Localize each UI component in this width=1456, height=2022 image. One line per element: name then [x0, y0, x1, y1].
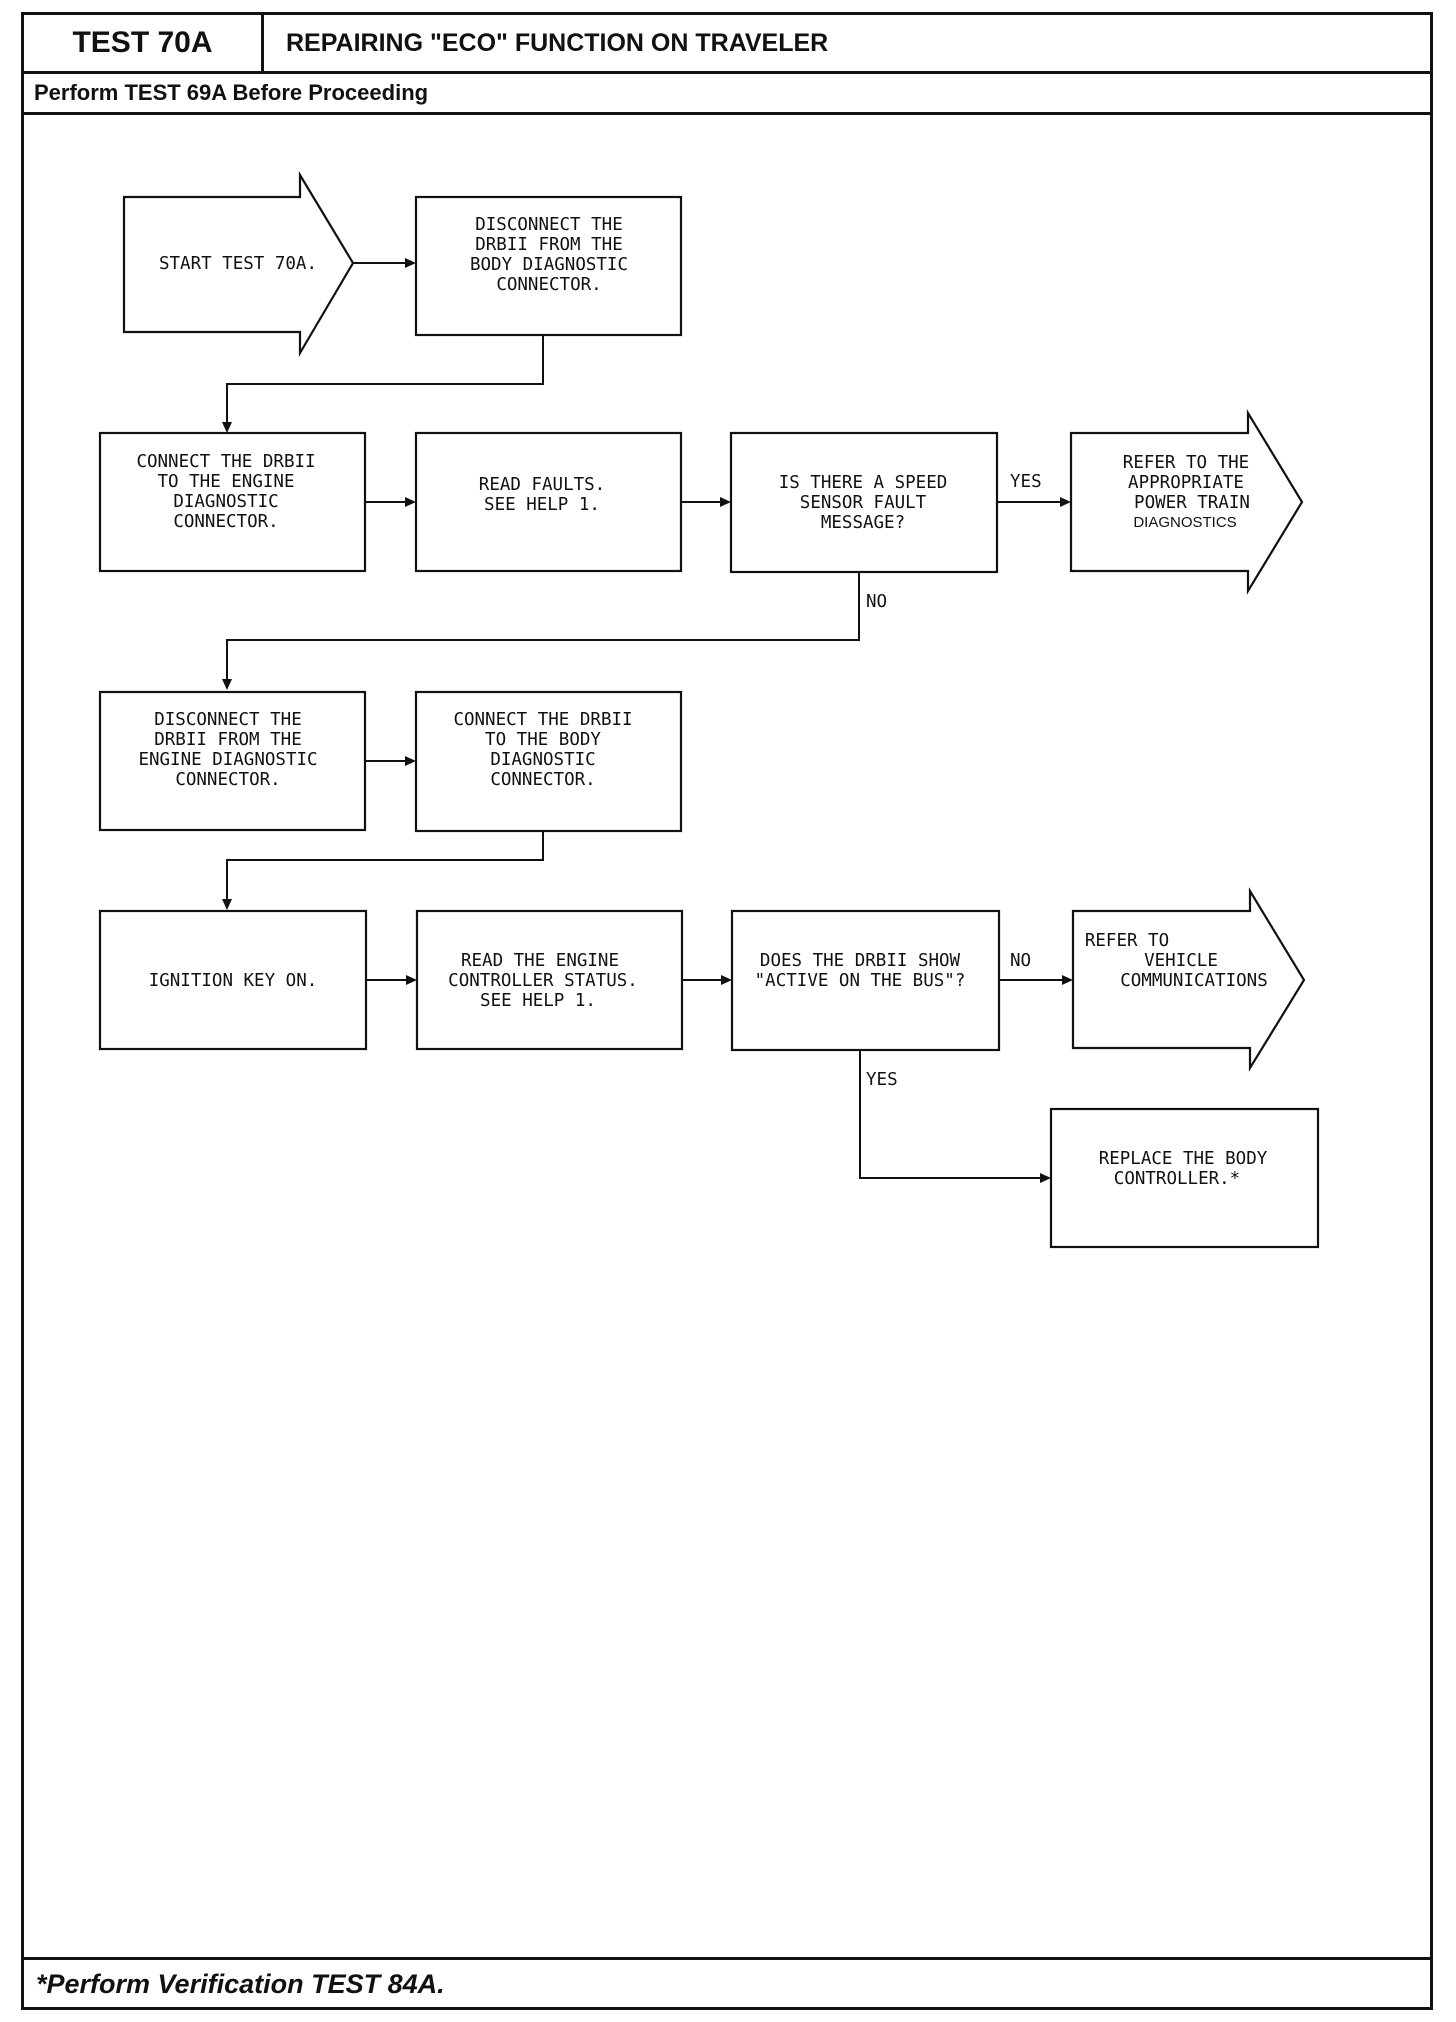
disconnect-engine-box: DISCONNECT THE DRBII FROM THE ENGINE DIA…	[98, 690, 367, 832]
arrowhead	[1062, 975, 1073, 985]
replace-body-controller-box: REPLACE THE BODY CONTROLLER.*	[1049, 1107, 1320, 1249]
prerequisite-note: Perform TEST 69A Before Proceeding	[34, 80, 429, 105]
verification-footnote: *Perform Verification TEST 84A.	[36, 1968, 445, 1999]
test-sheet: TEST 70A REPAIRING "ECO" FUNCTION ON TRA…	[21, 12, 1433, 2010]
arrowhead	[405, 756, 416, 766]
divider	[24, 112, 1430, 115]
read-faults-line: READ FAULTS.	[479, 475, 605, 495]
connect-engine-line: CONNECT THE DRBII	[136, 452, 315, 472]
divider	[24, 1957, 1430, 1960]
connect-engine-line: TO THE ENGINE	[158, 472, 295, 492]
disconnect-body-line: DISCONNECT THE	[475, 215, 623, 235]
ignition-label: IGNITION KEY ON.	[149, 971, 318, 991]
connect-body-line: CONNECT THE DRBII	[453, 710, 632, 730]
read-engine-status-line: SEE HELP 1.	[480, 991, 596, 1011]
yes-label: YES	[866, 1070, 898, 1090]
connect-engine-line: CONNECTOR.	[173, 512, 278, 532]
arrowhead	[721, 975, 732, 985]
no-label: NO	[1010, 951, 1031, 971]
start-label: START TEST 70A.	[159, 254, 317, 274]
refer-power-train-arrow: REFER TO THE APPROPRIATE POWER TRAIN DIA…	[1069, 409, 1304, 595]
refer-power-train-line: APPROPRIATE	[1128, 473, 1244, 493]
arrowhead	[222, 679, 232, 690]
divider	[24, 71, 1430, 74]
disconnect-engine-line: DRBII FROM THE	[154, 730, 302, 750]
read-engine-status-line: READ THE ENGINE	[461, 951, 619, 971]
disconnect-engine-line: DISCONNECT THE	[154, 710, 302, 730]
speed-sensor-question-line: IS THERE A SPEED	[779, 473, 948, 493]
read-engine-status-line: CONTROLLER STATUS.	[448, 971, 638, 991]
connector-no-to-disconnect-engine	[226, 572, 860, 681]
connector-connect-body-to-ignition	[226, 831, 544, 901]
connect-body-line: CONNECTOR.	[490, 770, 595, 790]
arrowhead	[405, 258, 416, 268]
refer-vehicle-comm-arrow: REFER TO VEHICLE COMMUNICATIONS	[1071, 887, 1306, 1072]
connect-body-line: TO THE BODY	[485, 730, 601, 750]
arrowhead	[222, 422, 232, 433]
connectors	[222, 258, 1073, 1183]
active-bus-question-line: DOES THE DRBII SHOW	[760, 951, 961, 971]
read-faults-box: READ FAULTS. SEE HELP 1.	[414, 431, 683, 573]
connect-body-line: DIAGNOSTIC	[490, 750, 595, 770]
no-label: NO	[866, 592, 887, 612]
arrowhead	[406, 975, 417, 985]
disconnect-engine-line: CONNECTOR.	[175, 770, 280, 790]
disconnect-body-line: BODY DIAGNOSTIC	[470, 255, 628, 275]
arrowhead	[1060, 497, 1071, 507]
connector-yes-to-replace	[859, 1050, 1043, 1179]
active-bus-question-box: DOES THE DRBII SHOW "ACTIVE ON THE BUS"?	[730, 909, 1001, 1052]
disconnect-body-line: DRBII FROM THE	[475, 235, 623, 255]
refer-power-train-line: DIAGNOSTICS	[1133, 514, 1236, 531]
arrowhead	[1040, 1173, 1051, 1183]
disconnect-body-line: CONNECTOR.	[496, 275, 601, 295]
refer-vehicle-comm-line: COMMUNICATIONS	[1120, 971, 1268, 991]
disconnect-engine-line: ENGINE DIAGNOSTIC	[138, 750, 317, 770]
yes-label: YES	[1010, 472, 1042, 492]
refer-vehicle-comm-line: VEHICLE	[1144, 951, 1218, 971]
connect-body-box: CONNECT THE DRBII TO THE BODY DIAGNOSTIC…	[414, 690, 683, 833]
refer-power-train-line: POWER TRAIN	[1134, 493, 1250, 513]
start-arrow: START TEST 70A.	[122, 171, 355, 358]
arrowhead	[720, 497, 731, 507]
test-title: REPAIRING "ECO" FUNCTION ON TRAVELER	[286, 28, 829, 57]
connect-engine-line: DIAGNOSTIC	[173, 492, 278, 512]
disconnect-body-box: DISCONNECT THE DRBII FROM THE BODY DIAGN…	[414, 195, 683, 337]
replace-body-controller-line: REPLACE THE BODY	[1099, 1149, 1268, 1169]
refer-power-train-line: REFER TO THE	[1123, 453, 1249, 473]
ignition-box: IGNITION KEY ON.	[98, 909, 368, 1051]
read-faults-line: SEE HELP 1.	[484, 495, 600, 515]
connector-disconnect-to-connect-engine	[226, 335, 544, 424]
arrowhead	[405, 497, 416, 507]
speed-sensor-question-line: SENSOR FAULT	[800, 493, 927, 513]
refer-vehicle-comm-line: REFER TO	[1085, 931, 1169, 951]
replace-body-controller-line: CONTROLLER.*	[1114, 1169, 1240, 1189]
speed-sensor-question-line: MESSAGE?	[821, 513, 905, 533]
arrowhead	[222, 899, 232, 910]
read-engine-status-box: READ THE ENGINE CONTROLLER STATUS. SEE H…	[415, 909, 684, 1051]
test-id: TEST 70A	[24, 15, 264, 71]
active-bus-question-line: "ACTIVE ON THE BUS"?	[755, 971, 966, 991]
speed-sensor-question-box: IS THERE A SPEED SENSOR FAULT MESSAGE?	[729, 431, 999, 574]
connect-engine-box: CONNECT THE DRBII TO THE ENGINE DIAGNOST…	[98, 431, 367, 573]
